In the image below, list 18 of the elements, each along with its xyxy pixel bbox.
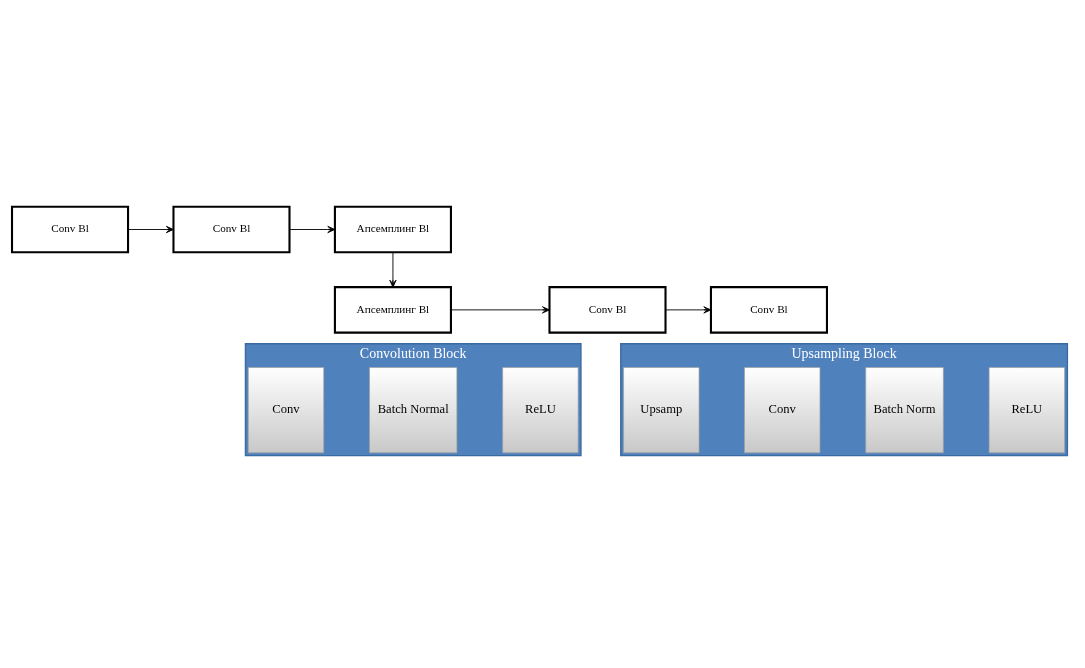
arrow [389, 251, 397, 288]
node-box: Conv Bl [10, 205, 130, 254]
arrow [127, 225, 174, 234]
node-box: Conv [744, 367, 821, 454]
node-box: Апсемплинг Bl [333, 286, 452, 334]
arrow [665, 306, 712, 314]
arrow [450, 306, 550, 314]
node-box: Conv Bl [709, 286, 828, 334]
node-box: Upsamp [623, 367, 700, 454]
node-box: Batch Norm [865, 367, 944, 454]
arrow [289, 225, 336, 234]
node-box: ReLU [988, 367, 1065, 454]
node-box: Апсемплинг Bl [333, 205, 452, 254]
node-box: Conv [247, 367, 325, 454]
node-box: Batch Normal [369, 367, 458, 454]
node-box: ReLU [502, 367, 579, 454]
node-box: Conv Bl [172, 205, 291, 254]
node-box: Conv Bl [548, 286, 667, 334]
